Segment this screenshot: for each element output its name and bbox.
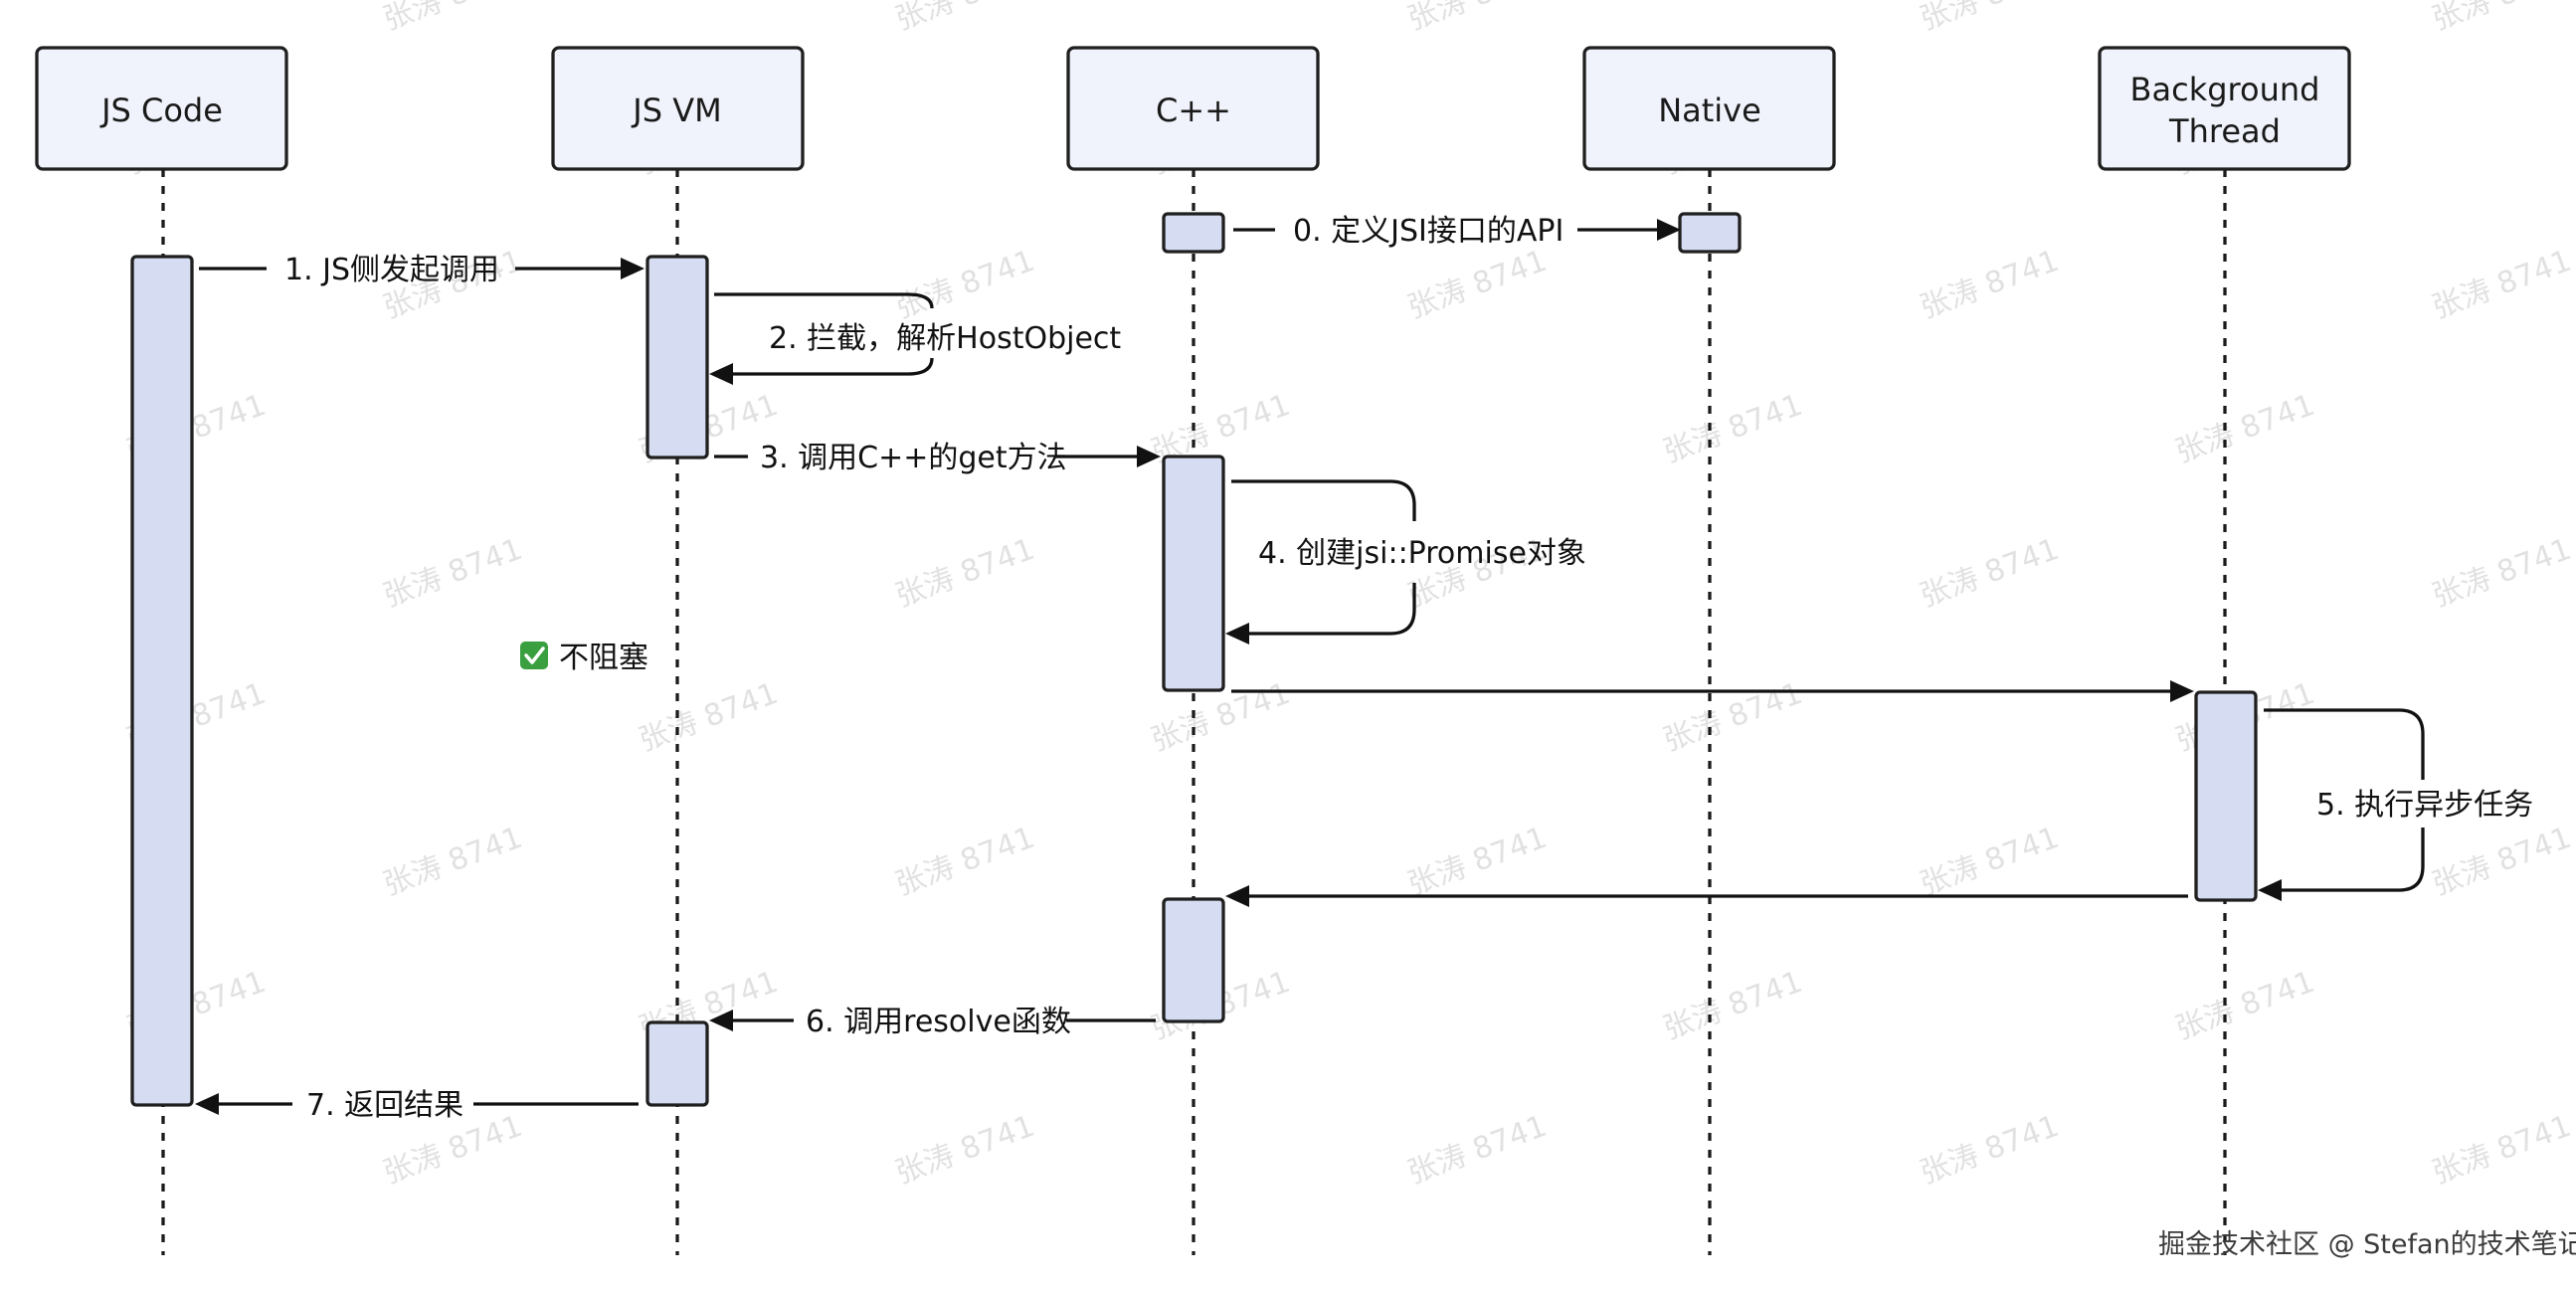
watermark-text: 张涛 8741	[891, 821, 1039, 903]
message-4: 4. 创建jsi::Promise对象	[1225, 479, 1586, 644]
watermark-text: 张涛 8741	[2171, 965, 2319, 1047]
watermark-text: 张涛 8741	[1659, 676, 1807, 759]
message-2: 2. 拦截，解析HostObject	[709, 292, 1121, 385]
watermark-text: 张涛 8741	[2428, 244, 2576, 326]
watermark-text: 张涛 8741	[379, 0, 527, 38]
message-label: 0. 定义JSI接口的API	[1293, 214, 1564, 249]
activation-cpp-0	[1162, 212, 1225, 254]
note-non-blocking: 不阻塞	[520, 641, 648, 675]
watermark-text: 张涛 8741	[1916, 244, 2064, 326]
message-label: 2. 拦截，解析HostObject	[769, 321, 1121, 356]
watermark-text: 张涛 8741	[891, 1109, 1039, 1192]
participant-cpp: C++	[1066, 46, 1320, 171]
watermark-text: 张涛 8741	[379, 532, 527, 615]
participant-background-thread: Background Thread	[2098, 46, 2351, 171]
participant-label: JS Code	[99, 92, 223, 129]
watermark-text: 张涛 8741	[2428, 0, 2576, 38]
watermark-text: 张涛 8741	[1916, 0, 2064, 38]
activation-js-vm-2	[645, 1020, 709, 1107]
message-label: 1. JS侧发起调用	[284, 253, 499, 287]
footer-credit: 掘金技术社区 @ Stefan的技术笔记	[2158, 1229, 2576, 1260]
message-label: 6. 调用resolve函数	[806, 1005, 1071, 1039]
message-label: 4. 创建jsi::Promise对象	[1258, 536, 1586, 571]
participant-js-code: JS Code	[35, 46, 288, 171]
participant-label: JS VM	[631, 92, 721, 129]
watermark-text: 张涛 8741	[1659, 388, 1807, 470]
watermark-text: 张涛 8741	[891, 244, 1039, 326]
watermark-text: 张涛 8741	[1403, 821, 1552, 903]
watermark-layer: 张涛 8741 张涛 8741 张涛 8741 张涛 8741 张涛 8741 张涛 87…	[122, 0, 2576, 1192]
activation-background-thread	[2194, 690, 2258, 902]
check-mark-icon	[520, 642, 548, 669]
watermark-text: 张涛 8741	[2171, 388, 2319, 470]
watermark-text: 张涛 8741	[1916, 532, 2064, 615]
watermark-text: 张涛 8741	[2428, 532, 2576, 615]
activation-js-code	[130, 255, 194, 1107]
message-5: 4. 创建jsi::Promise对象 5. 执行异步任务	[2258, 708, 2533, 901]
watermark-text: 张涛 8741	[2428, 1109, 2576, 1192]
participant-native: Native	[1582, 46, 1836, 171]
watermark-text: 张涛 8741	[1916, 1109, 2064, 1192]
message-1: 1. JS侧发起调用	[199, 253, 644, 287]
message-label: 5. 执行异步任务	[2316, 788, 2533, 823]
watermark-text: 张涛 8741	[635, 676, 783, 759]
participant-js-vm: JS VM	[551, 46, 805, 171]
watermark-text: 张涛 8741	[1403, 0, 1552, 38]
participant-label: Native	[1658, 92, 1761, 129]
participant-label-line-1: Background	[2130, 71, 2320, 108]
watermark-text: 张涛 8741	[2428, 821, 2576, 903]
activations	[130, 212, 2258, 1107]
watermark-text: 张涛 8741	[891, 532, 1039, 615]
message-label: 7. 返回结果	[306, 1088, 463, 1123]
activation-cpp-1	[1162, 455, 1225, 692]
activation-cpp-2	[1162, 897, 1225, 1023]
note-label: 不阻塞	[559, 641, 648, 675]
lifelines	[161, 169, 2227, 1255]
watermark-text: 张涛 8741	[891, 0, 1039, 38]
message-cpp-to-background	[1231, 680, 2194, 702]
watermark-text: 张涛 8741	[1659, 965, 1807, 1047]
watermark-text: 张涛 8741	[1403, 244, 1552, 326]
watermark-text: 张涛 8741	[379, 821, 527, 903]
message-6: 6. 调用resolve函数	[709, 1005, 1156, 1039]
message-background-to-cpp	[1225, 885, 2188, 907]
participant-label: C++	[1156, 92, 1231, 129]
watermark-text: 张涛 8741	[1916, 821, 2064, 903]
activation-js-vm-1	[645, 255, 709, 460]
watermark-text: 张涛 8741	[1403, 1109, 1552, 1192]
participant-label-line-2: Thread	[2168, 112, 2281, 150]
message-7: 7. 返回结果	[195, 1088, 639, 1123]
activation-native	[1678, 212, 1742, 254]
message-0: 0. 定义JSI接口的API	[1233, 214, 1681, 249]
message-label: 3. 调用C++的get方法	[760, 441, 1067, 475]
message-3: 3. 调用C++的get方法	[714, 441, 1161, 475]
